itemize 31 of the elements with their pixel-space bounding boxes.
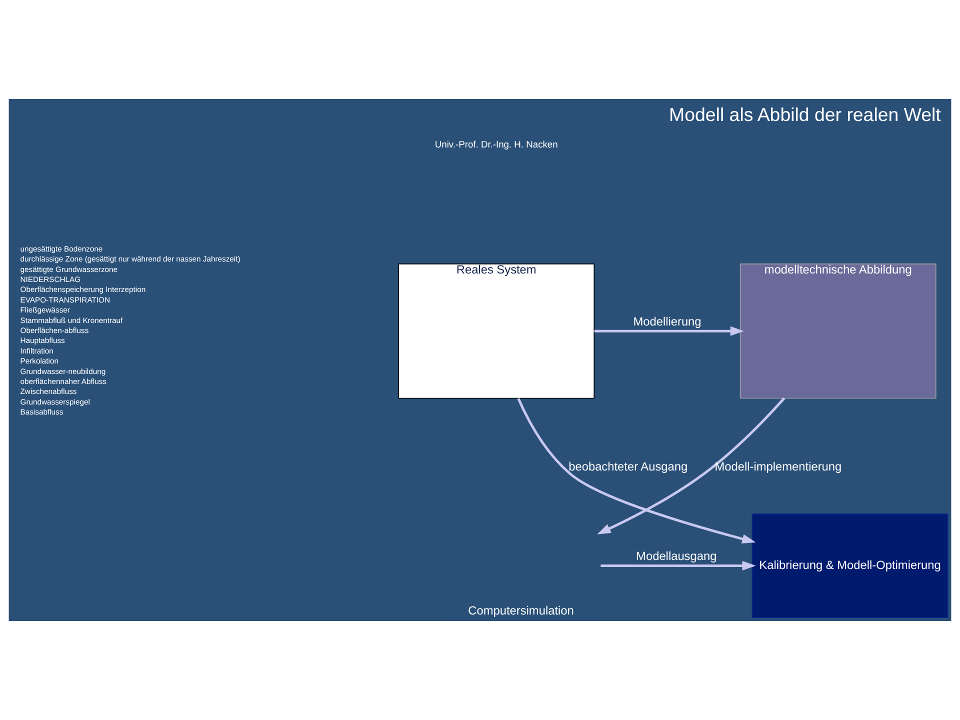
label: Oberflächenspeicherung Interzeption xyxy=(20,285,146,294)
arrow xyxy=(517,398,756,544)
label: durchlässige Zone (gesättigt nur während der nassen Jahreszeit) xyxy=(20,254,240,264)
label: Basisabfluss xyxy=(20,408,64,417)
label: ungesättigte Bodenzone xyxy=(20,244,103,254)
label: Stammabfluß und Kronentrauf xyxy=(20,316,123,325)
label: Grundwasserspiegel xyxy=(20,397,90,406)
label: Perkolation xyxy=(20,356,59,366)
label: Infiltration xyxy=(20,346,54,356)
label: Hauptabfluss xyxy=(20,336,65,346)
arrow xyxy=(597,397,786,534)
label: Fließgewässer xyxy=(20,306,70,315)
label: Zwischenabfluss xyxy=(20,387,77,396)
node-box: modelltechnische Abbildung xyxy=(740,264,936,399)
node-box: Kalibrierung & Modell-Optimierung xyxy=(752,513,948,618)
label: oberflächennaher Abfluss xyxy=(20,376,107,386)
arrow xyxy=(600,560,756,571)
label: Grundwasser-neubildung xyxy=(20,366,106,376)
label: NIEDERSCHLAG xyxy=(20,274,81,284)
diagram-title: Modell als Abbild der realen Welt xyxy=(669,104,941,125)
edge-label: Modellierung xyxy=(633,314,702,328)
label: EVAPO-TRANSPIRATION xyxy=(20,295,110,304)
edge-label: beobachteter Ausgang xyxy=(568,460,688,474)
node-box: Reales System xyxy=(398,264,595,399)
node-text: Computersimulation xyxy=(468,603,574,618)
arrow xyxy=(594,326,744,336)
edge-label: Modellausgang xyxy=(636,548,717,563)
label: gesättigte Grundwasserzone xyxy=(20,264,118,274)
label: Oberflächen-abfluss xyxy=(20,326,89,335)
edge-label: Modell-implementierung xyxy=(714,460,842,474)
label: Univ.-Prof. Dr.-Ing. H. Nacken xyxy=(434,139,558,150)
